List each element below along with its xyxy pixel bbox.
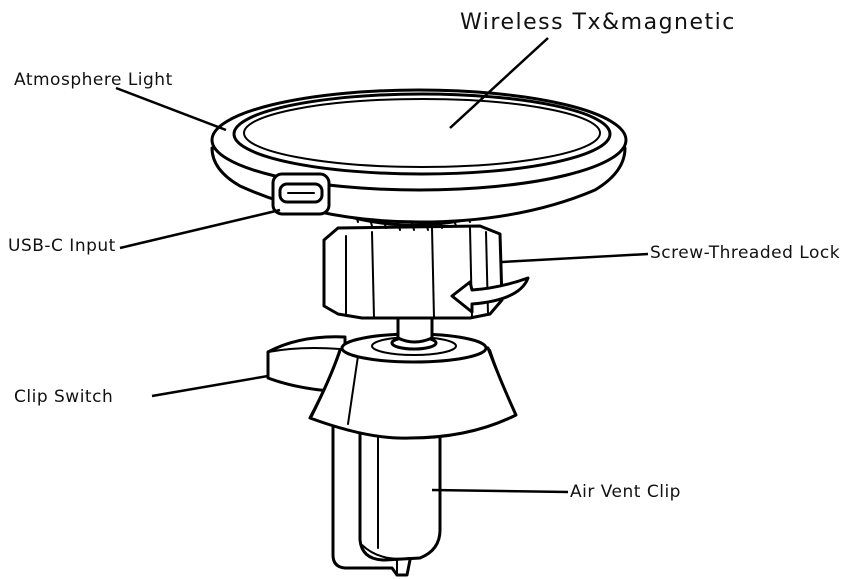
usb-c-port	[271, 172, 331, 216]
leader-atmosphere-light	[115, 86, 227, 132]
label-atmosphere-light: Atmosphere Light	[14, 70, 173, 90]
leader-air-vent-clip	[431, 488, 569, 494]
label-wireless-tx-magnetic: Wireless Tx&magnetic	[460, 10, 736, 35]
label-usb-c-input: USB-C Input	[8, 236, 116, 256]
leader-screw-threaded-lock	[501, 252, 649, 264]
wireless-charging-disc	[210, 88, 628, 224]
leader-lines	[115, 37, 649, 494]
label-air-vent-clip: Air Vent Clip	[570, 482, 681, 502]
clip-switch	[266, 335, 347, 394]
ball-joint-housing	[308, 332, 518, 440]
label-screw-threaded-lock: Screw-Threaded Lock	[650, 243, 841, 263]
leader-usb-c-input	[119, 208, 281, 250]
leader-wireless	[449, 37, 549, 129]
leader-clip-switch	[151, 374, 269, 398]
label-clip-switch: Clip Switch	[14, 387, 114, 407]
air-vent-clip	[331, 418, 442, 577]
screw-threaded-lock	[322, 224, 530, 320]
